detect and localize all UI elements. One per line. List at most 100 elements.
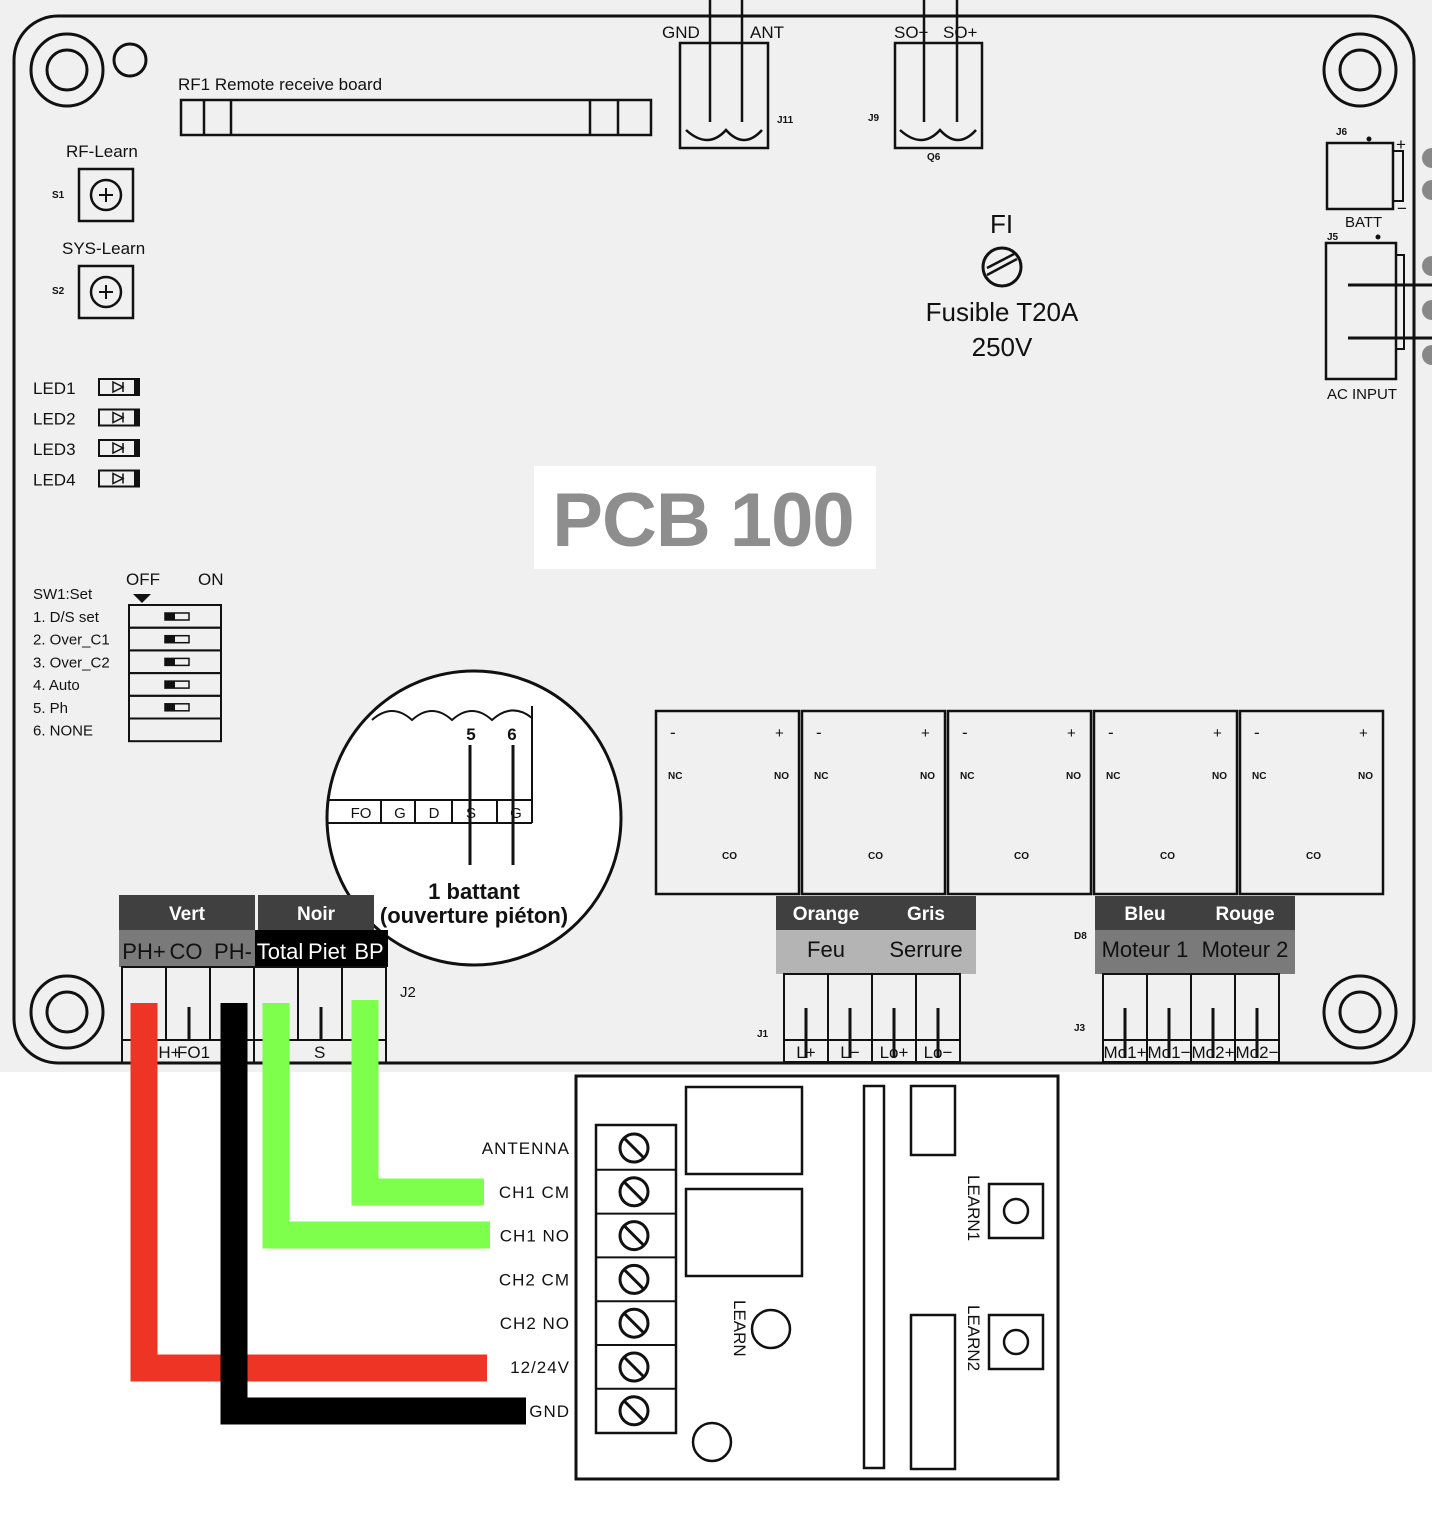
j2-terminal-label: PH+ [122, 939, 165, 964]
learn2-button[interactable] [987, 1313, 1045, 1371]
j2-bottom-s: S [314, 1043, 325, 1062]
receiver-learn-button[interactable] [750, 1308, 792, 1350]
relay-co: CO [1160, 851, 1175, 862]
screw-icon [618, 1263, 650, 1295]
dip-arrow-icon [133, 594, 151, 603]
receiver-terminal-label: 12/24V [510, 1358, 570, 1377]
dip-title: SW1:Set [33, 586, 93, 603]
sys-learn-label: SYS-Learn [62, 239, 145, 258]
dip-item-label: 5. Ph [33, 700, 68, 717]
rf-module-slot [179, 98, 653, 137]
green-wire-ch1-no [262, 1003, 490, 1249]
receiver-learn-label: LEARN [730, 1300, 749, 1357]
j2-ref: J2 [400, 984, 416, 1001]
j2-bottom-fo1: FO1 [177, 1043, 210, 1062]
rf-learn-button[interactable] [77, 167, 135, 223]
j9-pin-so-plus: SO+ [943, 23, 978, 42]
relay-no: NO [920, 771, 935, 782]
relay [946, 709, 1093, 896]
relay-no: NO [774, 771, 789, 782]
dip-switch-slot[interactable] [128, 717, 222, 743]
screw-icon [618, 1307, 650, 1339]
batt-label: BATT [1345, 214, 1382, 231]
terminal-bottom-label: Lo− [924, 1043, 953, 1062]
relay-minus: - [816, 723, 822, 742]
relay-no: NO [1066, 771, 1081, 782]
wire-color-header [1095, 896, 1195, 930]
receiver-relay-2 [684, 1187, 804, 1278]
function-cell [876, 930, 976, 974]
batt-contact [1422, 148, 1432, 168]
relay-minus: - [1254, 723, 1260, 742]
relay-co: CO [1014, 851, 1029, 862]
receiver-terminal-label: CH2 NO [500, 1314, 570, 1333]
receiver-terminal-label: CH1 CM [499, 1183, 570, 1202]
fuse-icon [981, 246, 1023, 288]
relay-minus: - [962, 723, 968, 742]
relay-no: NO [1358, 771, 1373, 782]
dip-item-label: 3. Over_C2 [33, 654, 110, 671]
screw-icon [618, 1351, 650, 1383]
receiver-module [574, 1074, 1060, 1481]
dip-item-label: 6. NONE [33, 723, 93, 740]
relay-co: CO [722, 851, 737, 862]
callout-caption-1: 1 battant [428, 879, 520, 904]
j11-connector [678, 0, 770, 150]
j5-ref: J5 [1327, 232, 1339, 243]
relay-nc: NC [814, 771, 828, 782]
relay [1238, 709, 1385, 896]
dip-item-label: 1. D/S set [33, 609, 100, 626]
dip-on-label: ON [198, 570, 224, 589]
wire-color-label: Bleu [1124, 904, 1165, 925]
mounting-holes [29, 32, 1398, 1050]
wire-color-label: Rouge [1215, 904, 1274, 925]
screw-icon [618, 1220, 650, 1252]
batt-minus: − [1397, 199, 1407, 218]
j1-ref: J1 [757, 1029, 769, 1040]
relay-plus: + [1213, 725, 1222, 742]
fuse-voltage: 250V [972, 332, 1033, 362]
screw-icon [618, 1176, 650, 1208]
j9-ref: J9 [868, 113, 880, 124]
j2-terminal-block [121, 966, 387, 1064]
wire-color-label: Orange [793, 904, 860, 925]
batt-plus: + [1396, 135, 1406, 154]
rf-learn-label: RF-Learn [66, 142, 138, 161]
terminal-bottom-label: Mo2− [1236, 1043, 1279, 1062]
board-title: PCB 100 [552, 478, 853, 563]
relay-nc: NC [668, 771, 682, 782]
j3-ref: J3 [1074, 1023, 1086, 1034]
rf-module-label: RF1 Remote receive board [178, 75, 382, 94]
ac-label: AC INPUT [1327, 386, 1397, 403]
fuse-ref: FI [990, 209, 1013, 239]
ac-contact [1422, 256, 1432, 276]
screw-icon [618, 1132, 650, 1164]
led-label: LED2 [33, 410, 76, 429]
learn2-label: LEARN2 [964, 1305, 983, 1371]
j6-ref: J6 [1336, 127, 1348, 138]
j11-pin-ant: ANT [750, 23, 784, 42]
receiver-terminal-label: CH1 NO [500, 1227, 570, 1246]
terminal-bottom-label: Mo1− [1148, 1043, 1191, 1062]
j11-pin-gnd: GND [662, 23, 700, 42]
relay-nc: NC [1252, 771, 1266, 782]
terminal-bottom-label: L− [840, 1043, 859, 1062]
relay-nc: NC [960, 771, 974, 782]
learn1-button[interactable] [987, 1182, 1045, 1240]
terminal-bottom-label: L+ [796, 1043, 815, 1062]
pieton-callout: FOGDSG 5 6 1 battant (ouverture piéton) [325, 669, 623, 967]
fuse-rating: Fusible T20A [926, 297, 1079, 327]
sys-learn-button[interactable] [77, 264, 135, 320]
s2-ref: S2 [52, 286, 65, 297]
j2-terminal-label: CO [170, 939, 203, 964]
wire-color-label: Gris [907, 904, 945, 925]
j9-pin-so-minus: SO− [894, 23, 929, 42]
learn1-label: LEARN1 [964, 1175, 983, 1241]
batt-contact [1422, 180, 1432, 200]
dip-item-label: 4. Auto [33, 677, 80, 694]
